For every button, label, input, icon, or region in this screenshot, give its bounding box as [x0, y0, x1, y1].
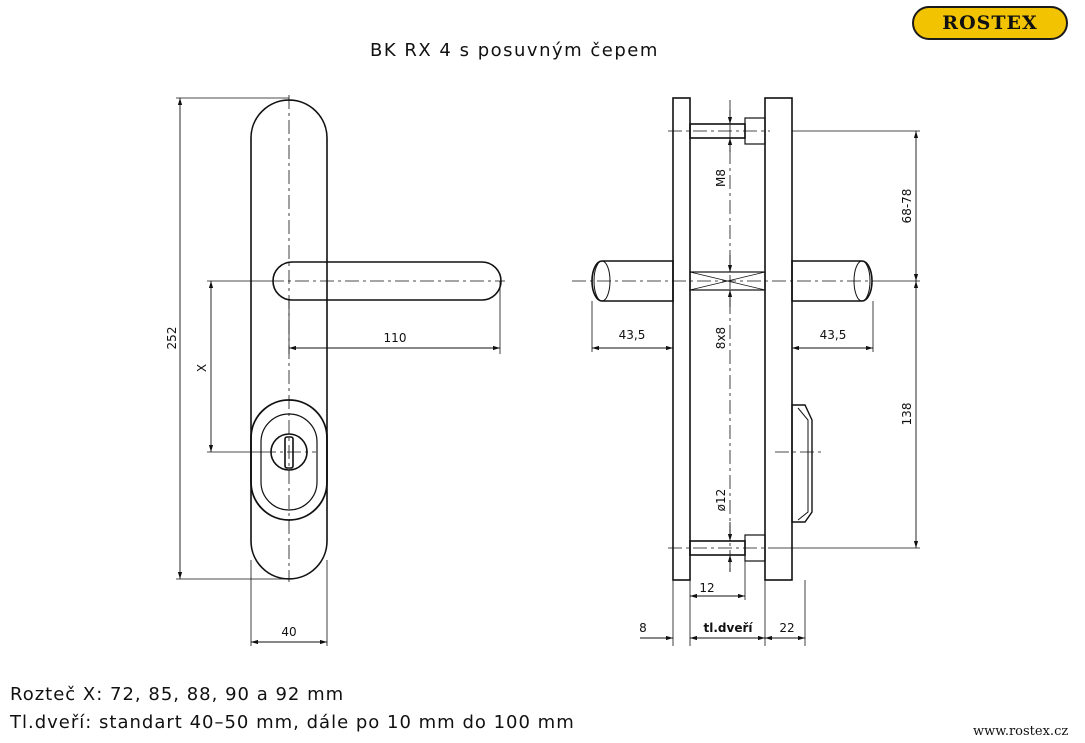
dim-range-label: 68-78 [900, 189, 914, 224]
website-url: www.rostex.cz [973, 724, 1069, 739]
key-slot [284, 436, 294, 469]
dim-12-label: 12 [699, 581, 714, 595]
spacing-note: Rozteč X: 72, 85, 88, 90 a 92 mm [10, 684, 345, 705]
rostex-logo: ROSTEX [912, 6, 1068, 40]
cylinder-guard [791, 404, 813, 523]
dim-height-label: 252 [165, 327, 179, 350]
dim-lever-left-label: 43,5 [619, 328, 646, 342]
logo-text: ROSTEX [942, 12, 1038, 34]
dim-22-label: 22 [779, 621, 794, 635]
dim-x-label: X [195, 364, 209, 372]
dim-lever-label: 110 [384, 331, 407, 345]
dim-screw-label: M8 [714, 169, 728, 187]
front-plate [672, 97, 691, 581]
dim-lever-right-label: 43,5 [820, 328, 847, 342]
door-thickness-note: Tl.dveří: standart 40–50 mm, dále po 10 … [10, 712, 575, 733]
back-plate [250, 99, 328, 580]
dim-square-label: 8x8 [714, 327, 728, 349]
front-view [176, 95, 505, 646]
dim-door-label: tl.dveří [704, 621, 754, 635]
dim-8-label: 8 [639, 621, 647, 635]
dim-diameter-label: ø12 [714, 489, 728, 512]
drawing-title: BK RX 4 s posuvným čepem [370, 40, 659, 61]
side-view [572, 97, 920, 646]
rear-plate [764, 97, 793, 581]
dim-lower-label: 138 [900, 403, 914, 426]
dim-width-label: 40 [281, 625, 296, 639]
